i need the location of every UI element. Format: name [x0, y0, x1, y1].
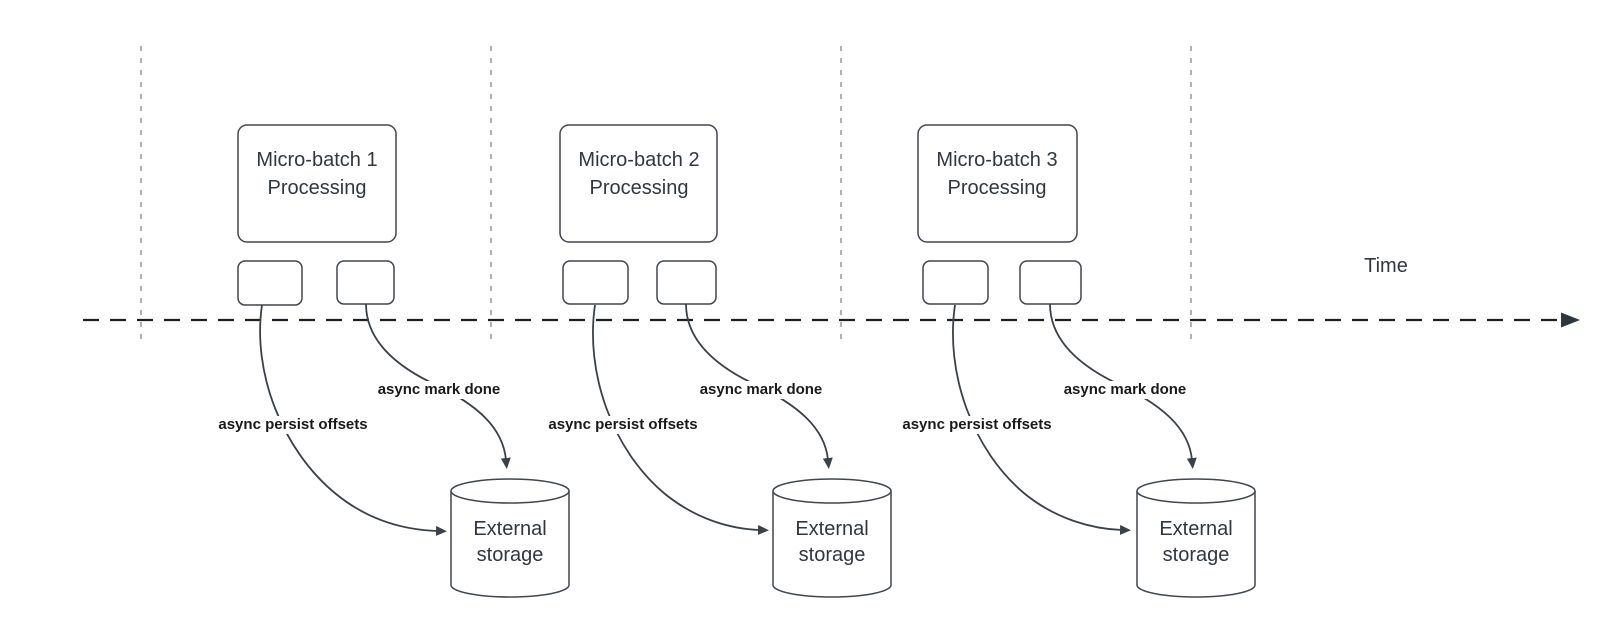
external-storage-cylinder-3-top — [1136, 478, 1256, 504]
micro-batch-2-name: Micro-batch 2 — [578, 149, 700, 171]
external-storage-cylinder-1-top — [450, 478, 570, 504]
mark-done-label-2: async mark done — [669, 381, 853, 399]
micro-batch-3-name: Micro-batch 3 — [936, 149, 1058, 171]
micro-batch-3-title: Micro-batch 3 Processing — [918, 146, 1076, 202]
mark-done-label-1: async mark done — [347, 381, 531, 399]
persist-offsets-arrow-2 — [592, 304, 769, 535]
micro-batch-1-name: Micro-batch 1 — [256, 149, 378, 171]
micro-batch-1-subtask-left — [237, 260, 303, 306]
micro-batch-3-subtask-right — [1019, 260, 1082, 305]
persist-offsets-arrow-3 — [952, 304, 1131, 535]
mark-done-label-3: async mark done — [1033, 381, 1217, 399]
external-storage-label-3: External storage — [1159, 518, 1233, 566]
micro-batch-1-title: Micro-batch 1 Processing — [238, 146, 396, 202]
micro-batch-2-title: Micro-batch 2 Processing — [560, 146, 718, 202]
micro-batch-3-subtitle: Processing — [947, 177, 1047, 199]
micro-batch-2-subtitle: Processing — [589, 177, 689, 199]
micro-batch-1-subtitle: Processing — [267, 177, 367, 199]
time-axis-label: Time — [1364, 255, 1408, 277]
micro-batch-2-subtask-right — [656, 260, 717, 305]
micro-batch-3-box — [917, 124, 1078, 243]
micro-batch-1-box — [237, 124, 397, 243]
persist-offsets-arrow-1 — [259, 304, 447, 536]
external-storage-label-2: External storage — [795, 518, 869, 566]
micro-batch-2-box — [559, 124, 718, 243]
micro-batch-2-subtask-left — [562, 260, 629, 305]
persist-offsets-label-3: async persist offsets — [865, 416, 1089, 434]
batch-boundary-guides — [140, 46, 1192, 340]
external-storage-cylinder-2-top — [772, 478, 892, 504]
micro-batch-3-subtask-left — [922, 260, 989, 305]
micro-batch-1-subtask-right — [336, 260, 395, 305]
external-storage-cylinder-1-body — [450, 491, 570, 598]
external-storage-label-1: External storage — [473, 518, 547, 566]
time-axis-arrowhead — [1561, 312, 1580, 328]
persist-offsets-label-2: async persist offsets — [511, 416, 735, 434]
external-storage-cylinder-3-body — [1136, 491, 1256, 598]
persist-offsets-label-1: async persist offsets — [181, 416, 405, 434]
external-storage-cylinder-2-body — [772, 491, 892, 598]
